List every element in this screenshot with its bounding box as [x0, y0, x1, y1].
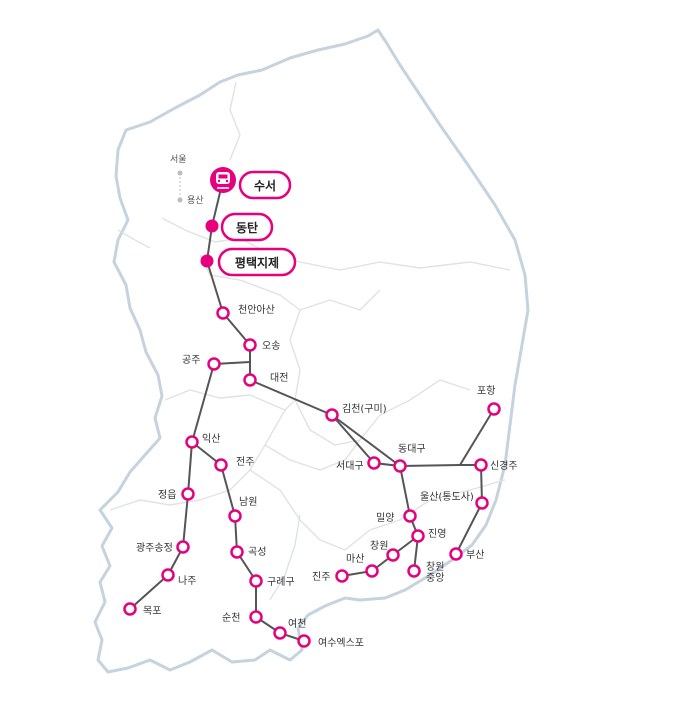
station-label-dongdaegu: 동대구 — [398, 443, 426, 455]
station-marker-gwangjusongjeong[interactable] — [176, 540, 190, 554]
station-label-yeosu: 여수엑스포 — [318, 637, 364, 649]
station-label-gurye: 구례구 — [267, 576, 295, 588]
station-marker-yeosu[interactable] — [297, 634, 311, 648]
station-label-gokseong: 곡성 — [248, 546, 266, 558]
station-marker-pohang[interactable] — [487, 402, 501, 416]
station-marker-gongju[interactable] — [207, 357, 221, 371]
station-label-suncheon: 순천 — [222, 612, 240, 624]
minor-station-label-yongsan: 용산 — [187, 195, 204, 206]
terminal-station-dongtan — [205, 219, 219, 233]
station-label-changwon: 창원 — [370, 540, 388, 552]
station-marker-dongdaegu[interactable] — [393, 459, 407, 473]
station-label-cheonanasan: 천안아산 — [238, 304, 275, 316]
station-label-jinju: 진주 — [312, 571, 330, 583]
station-label-miryang: 밀양 — [376, 512, 394, 524]
station-marker-daejeon[interactable] — [243, 373, 257, 387]
station-label-namwon: 남원 — [239, 496, 257, 508]
svg-text:동탄: 동탄 — [236, 220, 258, 235]
minor-station-dot-yongsan — [177, 197, 183, 203]
region-boundaries — [109, 81, 511, 551]
river-lines — [117, 229, 301, 601]
station-marker-gurye[interactable] — [249, 574, 263, 588]
station-label-pohang: 포항 — [477, 385, 495, 397]
station-marker-naju[interactable] — [161, 568, 175, 582]
station-marker-seodaegu[interactable] — [367, 456, 381, 470]
station-marker-busan[interactable] — [449, 547, 463, 561]
station-marker-jinyeong[interactable] — [411, 529, 425, 543]
station-marker-jeongeup[interactable] — [181, 487, 195, 501]
station-label-busan: 부산 — [466, 549, 484, 561]
station-marker-miryang[interactable] — [403, 509, 417, 523]
terminal-station-pyeongtaek — [200, 254, 214, 268]
station-marker-jeonju[interactable] — [214, 458, 228, 472]
minor-station-dot-seoul — [177, 170, 183, 176]
peninsula-outline — [93, 28, 530, 674]
station-marker-gimcheon[interactable] — [325, 408, 339, 422]
terminal-pill-suseo[interactable]: 수서 — [238, 170, 292, 200]
station-label-jeonju: 전주 — [236, 456, 254, 468]
station-marker-ulsan[interactable] — [475, 496, 489, 510]
station-label-gwangjusongjeong: 광주송정 — [136, 542, 173, 554]
terminal-station-suseo — [210, 167, 236, 193]
minor-station-label-seoul: 서울 — [170, 154, 187, 165]
station-label-daejeon: 대전 — [270, 372, 288, 384]
station-label-masan: 마산 — [346, 553, 364, 565]
station-label-singyeongju: 신경주 — [490, 459, 518, 472]
station-marker-yeocheon[interactable] — [273, 626, 287, 640]
station-marker-changwon[interactable] — [386, 548, 400, 562]
station-label-gongju: 공주 — [182, 354, 200, 366]
station-marker-changwonjungang[interactable] — [407, 564, 421, 578]
station-marker-gokseong[interactable] — [230, 545, 244, 559]
station-marker-mokpo[interactable] — [123, 602, 137, 616]
station-label-jeongeup: 정읍 — [158, 489, 176, 501]
svg-text:평택지제: 평택지제 — [235, 255, 279, 270]
station-marker-suncheon[interactable] — [249, 610, 263, 624]
station-label-seodaegu: 서대구 — [336, 460, 364, 472]
station-label-mokpo: 목포 — [143, 605, 161, 617]
station-marker-jinju[interactable] — [335, 569, 349, 583]
station-label-ulsan: 울산(통도사) — [420, 491, 474, 503]
station-label-jinyeong: 진영 — [428, 528, 446, 540]
station-marker-namwon[interactable] — [228, 509, 242, 523]
stations — [123, 306, 501, 648]
station-label-osong: 오송 — [262, 340, 280, 352]
terminal-pill-dongtan[interactable]: 동탄 — [220, 212, 274, 242]
station-labels: 천안아산 오송 공주 대전 김천(구미) 포항 서대구 동대구 신경주 울산(통… — [136, 304, 518, 649]
station-label-gimcheon: 김천(구미) — [342, 403, 387, 415]
station-label-iksan: 익산 — [202, 433, 220, 445]
station-label-yeocheon: 여천 — [288, 618, 306, 630]
station-label-naju: 나주 — [178, 575, 196, 587]
station-marker-osong[interactable] — [243, 338, 257, 352]
station-marker-masan[interactable] — [365, 564, 379, 578]
terminal-pill-pyeongtaek[interactable]: 평택지제 — [217, 247, 297, 277]
station-marker-singyeongju[interactable] — [474, 458, 488, 472]
svg-text:수서: 수서 — [254, 178, 276, 193]
station-marker-iksan[interactable] — [185, 435, 199, 449]
station-marker-cheonanasan[interactable] — [216, 306, 230, 320]
